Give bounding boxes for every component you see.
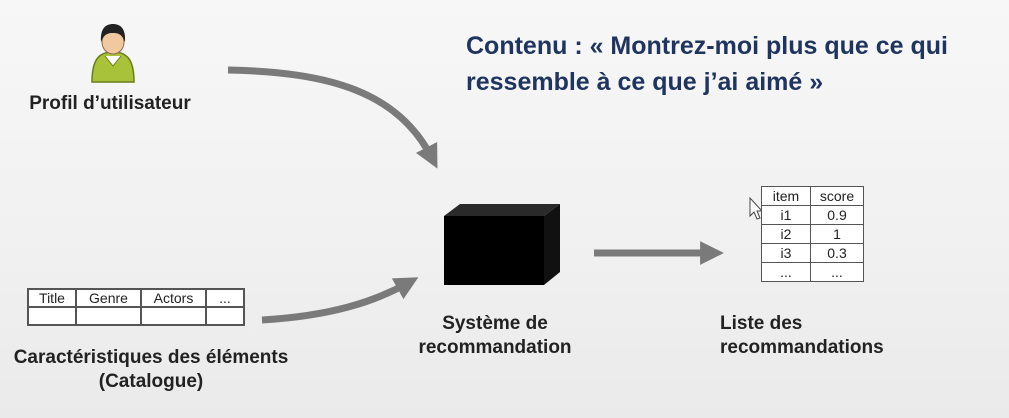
rec-header-cell: item [761, 186, 811, 206]
black-box-icon [444, 204, 560, 285]
catalog-header-row: Title Genre Actors ... [27, 288, 245, 308]
user-icon [91, 24, 135, 83]
rec-cell: 0.9 [810, 205, 864, 225]
rec-cell: 0.3 [810, 243, 864, 263]
rec-header-row: item score [761, 186, 864, 206]
catalog-header-cell: Genre [75, 288, 142, 308]
catalogue-label-line-1: Caractéristiques des éléments [13, 347, 289, 368]
catalog-cell [205, 306, 245, 326]
catalog-cell [75, 306, 142, 326]
rec-cell: ... [810, 262, 864, 282]
recommendations-table: item score i1 0.9 i2 1 i3 0.3 ... ... [761, 186, 864, 282]
systeme-label-line-1: Système de [442, 313, 548, 334]
catalog-cell [27, 306, 77, 326]
catalogue-label: Caractéristiques des éléments (Catalogue… [0, 346, 302, 394]
catalog-table: Title Genre Actors ... [27, 288, 245, 326]
rec-header-cell: score [810, 186, 864, 206]
systeme-label: Système de recommandation [400, 312, 590, 360]
rec-cell: i2 [761, 224, 811, 244]
liste-label: Liste des recommandations [720, 312, 930, 360]
rec-cell: 1 [810, 224, 864, 244]
rec-cell: i1 [761, 205, 811, 225]
catalog-empty-row [27, 306, 245, 326]
liste-label-line-1: Liste des [720, 313, 803, 334]
rec-row: i1 0.9 [761, 205, 864, 225]
catalogue-label-line-2: (Catalogue) [98, 371, 204, 392]
liste-label-line-2: recommandations [720, 337, 884, 358]
arrow-profil-to-systeme [227, 66, 438, 169]
catalog-header-cell: Title [27, 288, 77, 308]
slide-title: Contenu : « Montrez-moi plus que ce qui … [466, 28, 996, 100]
catalog-header-cell: ... [205, 288, 245, 308]
rec-row: i2 1 [761, 224, 864, 244]
catalog-cell [140, 306, 207, 326]
systeme-label-line-2: recommandation [418, 337, 572, 358]
arrow-catalogue-to-systeme [261, 277, 419, 324]
rec-cell: i3 [761, 243, 811, 263]
rec-row: i3 0.3 [761, 243, 864, 263]
profil-label: Profil d’utilisateur [29, 93, 191, 114]
rec-cell: ... [761, 262, 811, 282]
title-line-1: Contenu : « Montrez-moi plus que ce qui [466, 32, 948, 60]
rec-row: ... ... [761, 262, 864, 282]
catalog-header-cell: Actors [140, 288, 207, 308]
title-line-2: ressemble à ce que j’ai aimé » [466, 68, 824, 96]
